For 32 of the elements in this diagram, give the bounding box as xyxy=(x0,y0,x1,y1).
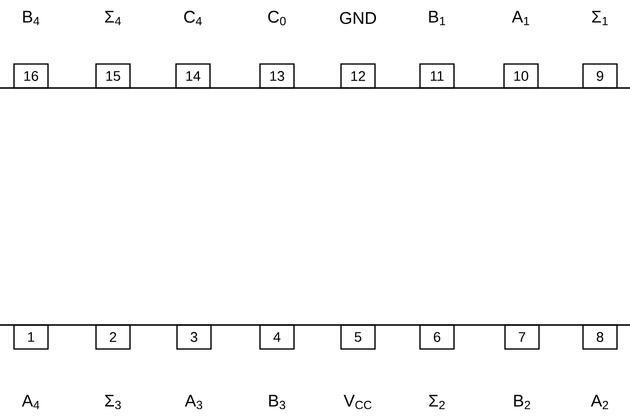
pin-label: A$_{2}$ xyxy=(590,394,608,410)
pin-box: 8 xyxy=(582,324,618,350)
pin-label: C$_{4}$ xyxy=(184,10,202,26)
pin-box: 15 xyxy=(95,63,131,89)
pin-label: Σ$_{1}$ xyxy=(592,10,608,26)
pin-label: B$_{1}$ xyxy=(429,10,446,26)
pin-box: 13 xyxy=(259,63,295,89)
pin-label: A$_{4}$ xyxy=(22,394,40,410)
pin-label: V$_{CC}$ xyxy=(344,394,372,410)
pin-box: 4 xyxy=(259,324,295,350)
pin-label: GND xyxy=(340,12,376,24)
pin-box: 14 xyxy=(175,63,211,89)
pin-box: 11 xyxy=(419,63,455,89)
pin-box: 7 xyxy=(504,324,540,350)
pin-box: 16 xyxy=(13,63,49,89)
pin-label: Σ$_{3}$ xyxy=(105,394,121,410)
pin-label: B$_{4}$ xyxy=(23,10,40,26)
pin-box: 6 xyxy=(419,324,455,350)
pin-box: 3 xyxy=(176,324,212,350)
pin-label: B$_{2}$ xyxy=(514,394,530,410)
pin-box: 1 xyxy=(13,324,49,350)
pin-label: A$_{1}$ xyxy=(512,10,530,26)
pin-box: 9 xyxy=(582,63,618,89)
pin-box: 12 xyxy=(340,63,376,89)
pin-box: 10 xyxy=(503,63,539,89)
pin-label: C$_{0}$ xyxy=(268,10,286,26)
pin-label: B$_{3}$ xyxy=(269,394,286,410)
pin-label: A$_{3}$ xyxy=(184,394,202,410)
pin-label: Σ$_{2}$ xyxy=(429,394,445,410)
pin-box: 5 xyxy=(340,324,376,350)
pin-label: Σ$_{4}$ xyxy=(105,10,121,26)
pin-box: 2 xyxy=(95,324,131,350)
